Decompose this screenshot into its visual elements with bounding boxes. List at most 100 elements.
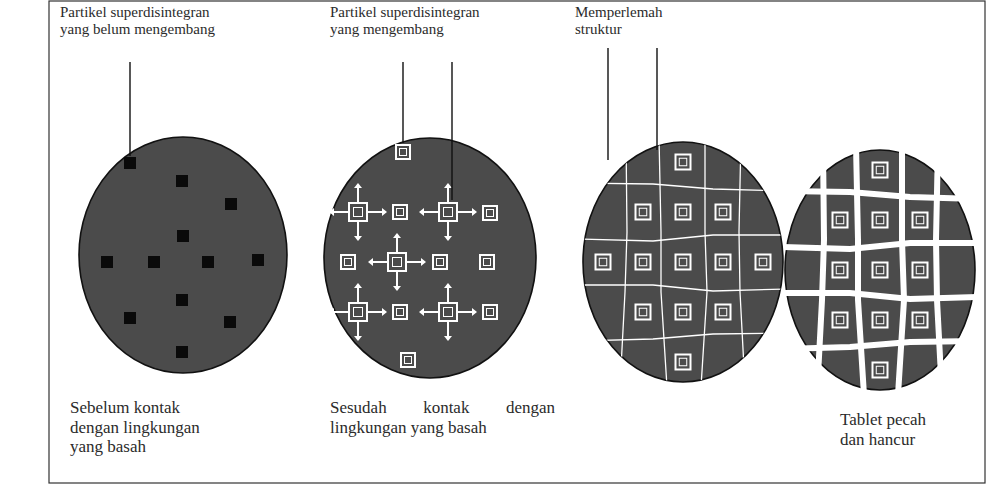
swell-arrowhead xyxy=(444,183,452,188)
particle-square xyxy=(676,205,691,220)
annotation-label: Partikel superdisintegran yang mengemban… xyxy=(330,4,500,39)
particle-square xyxy=(676,255,691,270)
particle-square xyxy=(833,213,848,228)
particle-square xyxy=(716,305,731,320)
particle-core xyxy=(484,259,491,266)
particle-square xyxy=(393,305,407,319)
particle-core xyxy=(354,208,363,217)
dry-particle xyxy=(177,230,189,242)
particle-square xyxy=(439,303,457,321)
particle-core xyxy=(400,149,407,156)
particle-square xyxy=(676,355,691,370)
swell-arrow xyxy=(458,211,472,213)
particle-core xyxy=(639,208,647,216)
particle-core xyxy=(444,208,453,217)
crack-line xyxy=(898,145,904,395)
swell-arrowhead xyxy=(354,283,362,288)
particle-core xyxy=(876,366,884,374)
crack-line xyxy=(578,183,788,191)
crack-line xyxy=(780,191,980,199)
crack-line xyxy=(739,137,745,387)
particle-square xyxy=(396,145,410,159)
particle-square xyxy=(873,163,888,178)
swell-arrowhead xyxy=(354,336,362,341)
particle-core xyxy=(679,258,687,266)
swell-arrow xyxy=(368,211,382,213)
crack-line xyxy=(780,293,980,299)
figure-frame xyxy=(49,1,985,483)
particle-square xyxy=(349,303,367,321)
particle-core xyxy=(405,357,412,364)
particle-core xyxy=(397,309,404,316)
particle-core xyxy=(444,308,453,317)
swell-arrow xyxy=(424,211,438,213)
particle-core xyxy=(719,308,727,316)
particle-square xyxy=(596,255,611,270)
swell-arrowhead xyxy=(382,308,387,316)
particle-square xyxy=(873,213,888,228)
swell-arrow xyxy=(407,261,421,263)
dry-particle xyxy=(176,346,188,358)
swell-arrowhead xyxy=(421,258,426,266)
particle-square xyxy=(636,205,651,220)
particle-square xyxy=(341,255,355,269)
particle-core xyxy=(679,208,687,216)
particle-square xyxy=(636,305,651,320)
dry-particle xyxy=(224,316,236,328)
dry-particle xyxy=(252,254,264,266)
particle-core xyxy=(397,209,404,216)
dry-particle xyxy=(176,175,188,187)
particle-square xyxy=(873,363,888,378)
swell-arrowhead xyxy=(354,183,362,188)
swell-arrow xyxy=(396,272,398,286)
particle-core xyxy=(916,266,924,274)
swell-arrow xyxy=(447,322,449,336)
crack-line xyxy=(817,145,824,395)
crack-line xyxy=(578,285,788,291)
annotation-label: Memperlemah struktur xyxy=(575,4,695,39)
dry-particle xyxy=(148,256,160,268)
particle-square xyxy=(433,255,447,269)
swell-arrow xyxy=(357,188,359,202)
particle-core xyxy=(836,316,844,324)
swell-arrowhead xyxy=(444,236,452,241)
particle-core xyxy=(876,266,884,274)
crack-line xyxy=(780,341,980,349)
particle-core xyxy=(354,308,363,317)
dry-particle xyxy=(101,256,113,268)
dry-particle xyxy=(176,294,188,306)
particle-core xyxy=(836,216,844,224)
stage-caption: Sebelum kontak dengan lingkungan yang ba… xyxy=(70,398,220,457)
swell-arrowhead xyxy=(444,283,452,288)
leader-line xyxy=(451,62,452,200)
particle-square xyxy=(480,255,494,269)
particle-square xyxy=(756,255,771,270)
particle-square xyxy=(636,255,651,270)
swell-arrow xyxy=(368,311,382,313)
tablet-outline xyxy=(583,142,783,382)
dry-particle xyxy=(124,157,136,169)
particle-square xyxy=(676,305,691,320)
swell-arrow xyxy=(357,322,359,336)
particle-core xyxy=(719,208,727,216)
particle-core xyxy=(876,166,884,174)
particle-core xyxy=(719,258,727,266)
swell-arrow xyxy=(357,222,359,236)
particle-square xyxy=(873,313,888,328)
particle-square xyxy=(483,206,497,220)
swell-arrowhead xyxy=(329,208,334,216)
swell-arrowhead xyxy=(419,308,424,316)
particle-square xyxy=(913,213,928,228)
swell-arrowhead xyxy=(444,336,452,341)
swell-arrowhead xyxy=(472,208,477,216)
particle-square xyxy=(913,263,928,278)
stage-caption: Tablet pecah dan hancur xyxy=(840,410,950,449)
particle-core xyxy=(759,258,767,266)
particle-core xyxy=(639,258,647,266)
crack-line xyxy=(578,235,788,241)
particle-core xyxy=(599,258,607,266)
crack-line xyxy=(620,137,627,387)
crack-line xyxy=(856,145,864,395)
leader-line xyxy=(402,62,403,143)
particle-core xyxy=(393,258,402,267)
